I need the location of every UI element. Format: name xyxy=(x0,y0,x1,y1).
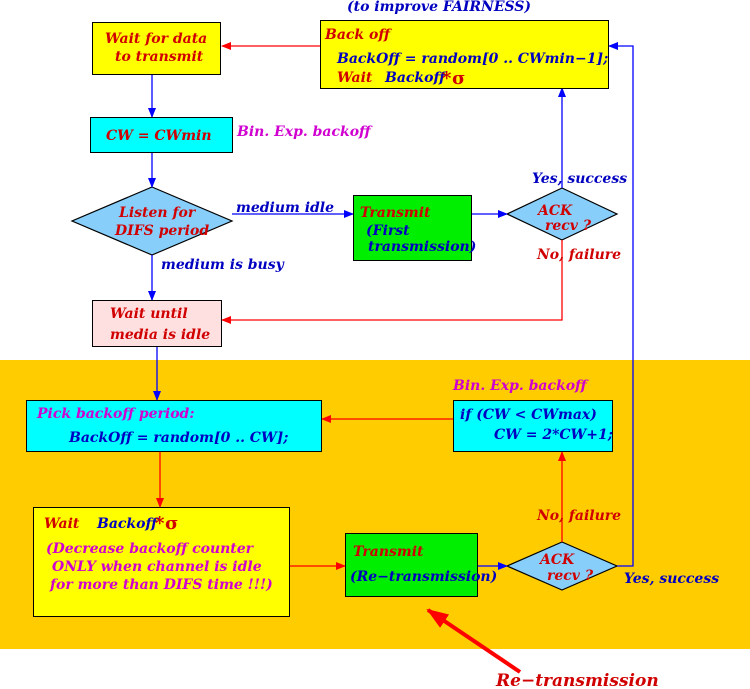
ack2-line1: ACK xyxy=(540,552,575,568)
backoff-top-title: Back off xyxy=(325,27,390,43)
yes-success-label-bottom: Yes, success xyxy=(624,571,720,587)
transmit-re-box: Transmit (Re−transmission) xyxy=(345,533,497,597)
backoff-top-backoff: Backoff xyxy=(385,70,446,86)
fairness-note: (to improve FAIRNESS) xyxy=(347,0,532,15)
wait-backoff-note1: (Decrease backoff counter xyxy=(46,541,254,557)
pick-backoff-title: Pick backoff period: xyxy=(37,406,195,422)
transmit-re-title: Transmit xyxy=(353,544,424,560)
wait-backoff-times: * xyxy=(155,513,165,534)
cwmin-box: CW = CWmin xyxy=(90,117,233,153)
transmit-first-line2: transmission) xyxy=(368,239,477,255)
backoff-top-formula: BackOff = random[0 .. CWmin−1]; xyxy=(337,51,609,67)
cwmin-label: CW = CWmin xyxy=(106,128,212,144)
backoff-top-wait: Wait xyxy=(337,70,373,86)
wait-idle-box: Wait until media is idle xyxy=(92,300,222,347)
retransmission-pointer-arrow xyxy=(426,608,522,674)
wait-data-box: Wait for data to transmit xyxy=(92,22,221,75)
wait-backoff-note3: for more than DIFS time !!!) xyxy=(50,577,273,593)
medium-idle-label: medium idle xyxy=(236,200,335,216)
cw-update-box: if (CW < CWmax) CW = 2*CW+1; xyxy=(453,400,613,452)
wait-backoff-box: Wait Backoff * σ (Decrease backoff count… xyxy=(33,507,290,617)
sigma-symbol: σ xyxy=(452,68,466,89)
wait-idle-line1: Wait until xyxy=(110,306,188,322)
listen-line1: Listen for xyxy=(119,205,196,221)
backoff-top-times: * xyxy=(442,68,452,89)
transmit-first-line1: (First xyxy=(366,223,410,239)
cw-update-line2: CW = 2*CW+1; xyxy=(494,427,613,443)
no-failure-label-top: No, failure xyxy=(537,247,622,263)
retransmission-callout: Re−transmission xyxy=(496,671,659,689)
wait-backoff-backoff: Backoff xyxy=(97,516,158,532)
wait-backoff-wait: Wait xyxy=(44,516,80,532)
ack1-line1: ACK xyxy=(538,203,573,219)
arrow-ack2-to-backoff xyxy=(608,42,634,567)
wait-idle-line2: media is idle xyxy=(110,327,211,343)
arrow-ack1-fail-to-waitidle xyxy=(221,240,563,324)
ack2-diamond xyxy=(505,541,619,591)
listen-line2: DIFS period xyxy=(115,223,210,239)
wait-backoff-note2: ONLY when channel is idle xyxy=(52,559,262,575)
cw-update-line1: if (CW < CWmax) xyxy=(460,407,597,423)
transmit-first-title: Transmit xyxy=(360,205,431,221)
pick-backoff-box: Pick backoff period: BackOff = random[0 … xyxy=(26,400,322,452)
ack1-line2: recv ? xyxy=(545,218,592,234)
pick-backoff-formula: BackOff = random[0 .. CW]; xyxy=(69,430,289,446)
transmit-re-line1: (Re−transmission) xyxy=(350,569,498,585)
bin-exp-label-bottom: Bin. Exp. backoff xyxy=(453,378,587,394)
medium-busy-label: medium is busy xyxy=(161,257,284,273)
ack2-line2: recv ? xyxy=(547,568,594,584)
sigma-symbol: σ xyxy=(165,513,179,534)
backoff-top-box: Back off BackOff = random[0 .. CWmin−1];… xyxy=(320,20,609,89)
listen-diamond xyxy=(70,186,234,256)
wait-data-line1: Wait for data xyxy=(105,31,208,47)
bin-exp-label-top: Bin. Exp. backoff xyxy=(237,124,371,140)
no-failure-label-bottom: No, failure xyxy=(537,508,622,524)
wait-data-line2: to transmit xyxy=(115,49,204,65)
transmit-first-box: Transmit (First transmission) xyxy=(353,195,476,261)
yes-success-label-top: Yes, success xyxy=(532,171,628,187)
